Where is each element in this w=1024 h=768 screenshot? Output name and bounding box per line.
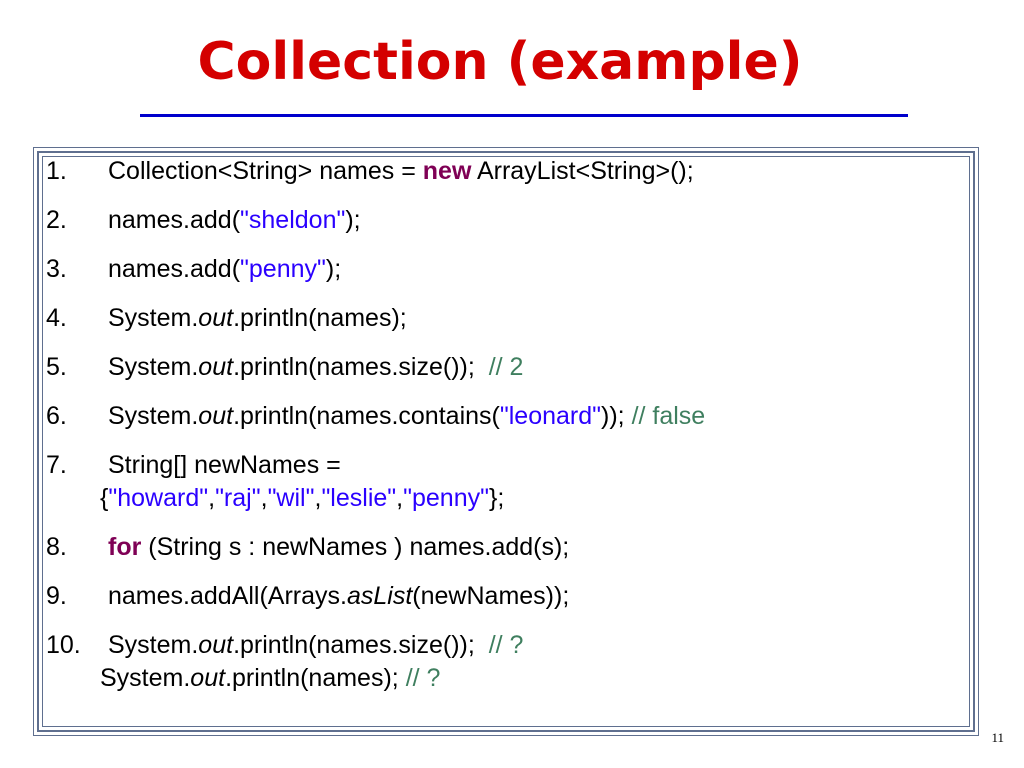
code-line-8: 8. for (String s : newNames ) names.add(… [46, 531, 966, 564]
string-literal: "penny" [240, 255, 326, 283]
code-line-10: 10. System.out.println(names.size()); //… [46, 629, 966, 695]
comment: // ? [488, 631, 524, 659]
slide-title: Collection (example) [197, 32, 803, 92]
code-text: .println(names.size()); [233, 353, 489, 381]
code-text: ); [345, 206, 361, 234]
comma: , [208, 484, 216, 512]
code-text: )); [601, 402, 632, 430]
italic-field: out [198, 353, 234, 381]
code-line-9: 9. names.addAll(Arrays.asList(newNames))… [46, 580, 966, 613]
line-number: 8. [46, 533, 67, 561]
line-number: 5. [46, 353, 67, 381]
code-text: .println(names.contains( [233, 402, 500, 430]
code-text: ); [325, 255, 342, 283]
code-text: System. [108, 304, 199, 332]
italic-field: out [198, 304, 234, 332]
code-line-1: 1. Collection<String> names = new ArrayL… [46, 155, 966, 188]
line-number: 3. [46, 255, 67, 283]
line-number: 1. [46, 157, 67, 185]
code-text: .println(names); [233, 304, 407, 332]
code-text-line-b: System.out.println(names); // ? [100, 664, 441, 692]
code-line-4: 4. System.out.println(names); [46, 302, 966, 335]
code-text-line-a: System.out.println(names.size()); // ? [108, 631, 524, 659]
comma: , [396, 484, 404, 512]
code-text: (newNames)); [412, 582, 570, 610]
code-line-5: 5. System.out.println(names.size()); // … [46, 351, 966, 384]
brace-open: { [100, 484, 109, 512]
code-text: System. [108, 402, 199, 430]
line-number: 10. [46, 631, 81, 659]
code-line-6: 6. System.out.println(names.contains("le… [46, 400, 966, 433]
comment: // ? [405, 664, 441, 692]
comma: , [314, 484, 322, 512]
comma: , [260, 484, 268, 512]
italic-method: asList [346, 582, 413, 610]
code-listing: 1. Collection<String> names = new ArrayL… [46, 155, 966, 711]
brace-close: }; [489, 484, 505, 512]
line-number: 2. [46, 206, 67, 234]
code-text: Collection<String> names = [108, 157, 423, 185]
line-number: 9. [46, 582, 67, 610]
keyword-new: new [422, 157, 472, 185]
italic-field: out [198, 402, 234, 430]
string-literal: "penny" [403, 484, 489, 512]
code-text: names.addAll(Arrays. [108, 582, 347, 610]
code-line-2: 2. names.add("sheldon"); [46, 204, 966, 237]
code-box-frame [33, 147, 979, 736]
comment: // false [631, 402, 706, 430]
string-literal: "leslie" [321, 484, 397, 512]
code-line-3: 3. names.add("penny"); [46, 253, 966, 286]
code-text: (String s : newNames ) names.add(s); [141, 533, 570, 561]
line-number: 7. [46, 451, 67, 479]
array-initializer: {"howard","raj","wil","leslie","penny"}; [100, 482, 966, 515]
string-literal: "sheldon" [240, 206, 346, 234]
string-literal: "wil" [267, 484, 315, 512]
keyword-for: for [108, 533, 142, 561]
italic-field: out [190, 664, 226, 692]
code-text: System. [108, 353, 199, 381]
string-literal: "howard" [108, 484, 209, 512]
page-number: 11 [991, 730, 1004, 745]
title-underline [140, 114, 908, 117]
code-line-7: 7. String[] newNames = {"howard","raj","… [46, 449, 966, 515]
code-text: ArrayList<String>(); [471, 157, 694, 185]
comment: // 2 [488, 353, 524, 381]
string-literal: "leonard" [499, 402, 602, 430]
line-number: 6. [46, 402, 67, 430]
code-text: names.add( [108, 206, 241, 234]
line-number: 4. [46, 304, 67, 332]
string-literal: "raj" [215, 484, 261, 512]
code-text: names.add( [108, 255, 241, 283]
italic-field: out [198, 631, 234, 659]
code-text: String[] newNames = [108, 451, 341, 479]
